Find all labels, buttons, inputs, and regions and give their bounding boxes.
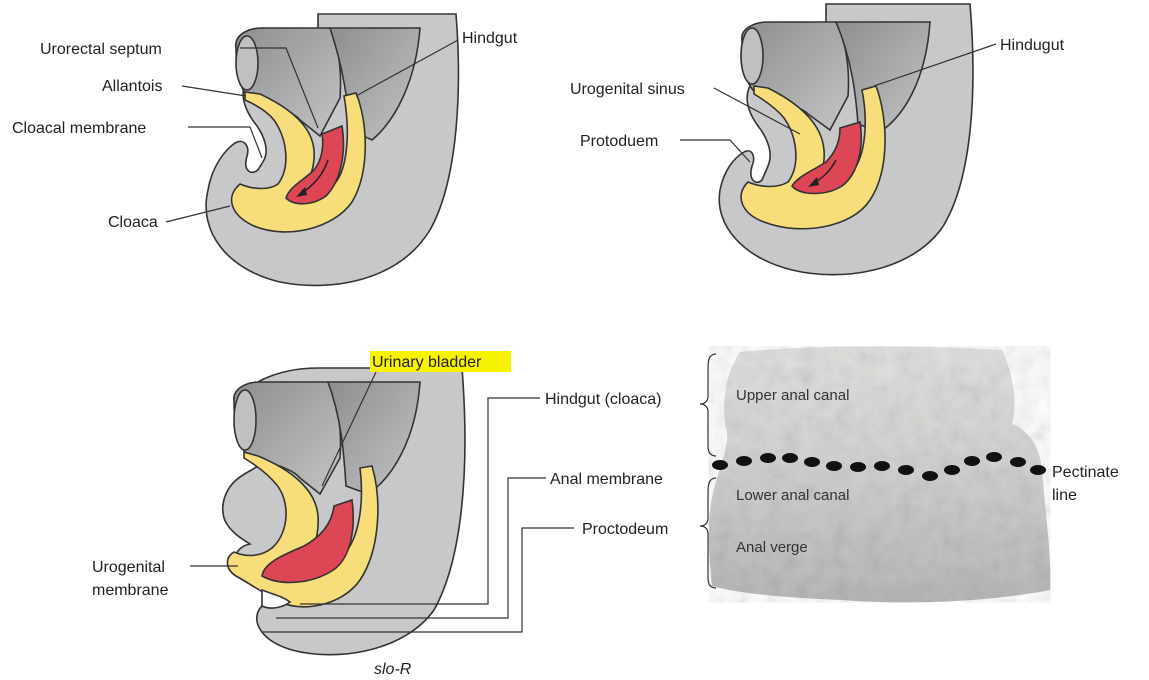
panel-c-embryo [190, 368, 574, 655]
label-anal-membrane: Anal membrane [550, 471, 663, 488]
label-upper-anal-canal: Upper anal canal [736, 387, 849, 404]
panel-c-allantois-opening [234, 390, 256, 450]
label-pectinate-line-1: Pectinate [1052, 464, 1119, 481]
label-urogenital-sinus: Urogenital sinus [570, 81, 685, 98]
label-protoduem: Protoduem [580, 133, 658, 150]
label-allantois: Allantois [102, 78, 162, 95]
label-hindgut-cloaca: Hindgut (cloaca) [545, 391, 662, 408]
label-anal-verge: Anal verge [736, 539, 808, 556]
artist-signature: slo-R [374, 661, 412, 678]
label-hindugut: Hindugut [1000, 37, 1065, 54]
label-proctodeum: Proctodeum [582, 521, 668, 538]
label-urogenital-membrane-line2: membrane [92, 582, 169, 599]
label-cloaca: Cloaca [108, 214, 158, 231]
panel-b-embryo [680, 4, 996, 275]
label-hindgut: Hindgut [462, 30, 518, 47]
label-pectinate-line-2: line [1052, 487, 1077, 504]
photo-specimen [709, 346, 1051, 602]
panel-a-allantois-opening [236, 36, 258, 90]
label-urinary-bladder: Urinary bladder [372, 354, 482, 371]
panel-b-allantois-opening [741, 28, 763, 84]
label-urogenital-membrane-line1: Urogenital [92, 559, 165, 576]
panel-a-embryo [166, 14, 458, 285]
label-urorectal-septum: Urorectal septum [40, 41, 162, 58]
label-lower-anal-canal: Lower anal canal [736, 487, 849, 504]
panel-d-anal-canal-photo [700, 346, 1050, 602]
label-cloacal-membrane: Cloacal membrane [12, 120, 146, 137]
